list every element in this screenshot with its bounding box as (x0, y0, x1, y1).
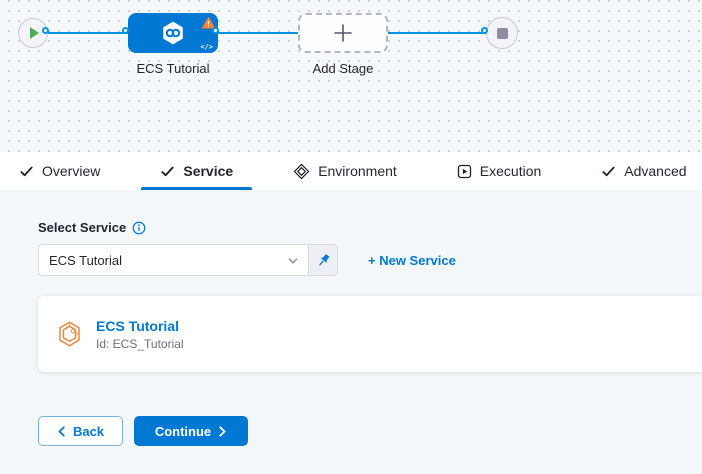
service-tab-panel: Select Service (0, 190, 702, 474)
port-start-out[interactable] (42, 27, 49, 34)
pipeline-canvas: </> ECS Tutorial Add Stage (0, 0, 702, 152)
tab-service[interactable]: Service (141, 152, 253, 190)
play-icon (30, 27, 39, 39)
plus-icon (332, 22, 354, 44)
continue-button-label: Continue (154, 423, 212, 439)
tab-label: Execution (479, 163, 542, 179)
tab-overview[interactable]: Overview (0, 152, 119, 190)
check-icon (160, 164, 175, 179)
continue-button[interactable]: Continue (134, 416, 248, 446)
back-button-label: Back (72, 423, 105, 439)
stage-node-label: ECS Tutorial (136, 61, 210, 76)
info-icon[interactable] (132, 221, 146, 235)
stage-node-ecs-tutorial[interactable]: </> (128, 13, 218, 53)
execution-icon (457, 164, 472, 179)
warning-icon (201, 16, 216, 29)
add-stage-label: Add Stage (312, 61, 374, 76)
chevron-right-icon (218, 425, 227, 437)
back-button[interactable]: Back (38, 416, 123, 446)
environment-icon (293, 163, 310, 180)
tab-advanced[interactable]: Advanced (582, 152, 702, 190)
code-icon: </> (200, 43, 213, 51)
tab-environment[interactable]: Environment (274, 152, 416, 190)
new-service-button[interactable]: + New Service (368, 252, 456, 268)
check-icon (601, 164, 616, 179)
pin-icon (316, 253, 331, 268)
add-stage-button[interactable] (298, 13, 388, 53)
pin-service-button[interactable] (308, 244, 338, 276)
service-card-ecs-tutorial[interactable]: ECS Tutorial Id: ECS_Tutorial (38, 296, 702, 372)
pipeline-end-node (486, 17, 518, 49)
ecs-service-icon (56, 320, 83, 348)
deploy-stage-icon (160, 20, 186, 46)
check-icon (19, 164, 34, 179)
tab-label: Service (183, 163, 234, 179)
tab-label: Advanced (624, 163, 687, 179)
port-stage-out[interactable] (212, 27, 219, 34)
tab-execution[interactable]: Execution (438, 152, 560, 190)
chevron-left-icon (57, 425, 66, 437)
tab-label: Overview (42, 163, 101, 179)
service-card-title[interactable]: ECS Tutorial (96, 317, 179, 334)
select-service-label: Select Service (38, 220, 127, 235)
service-select-input[interactable] (38, 244, 308, 276)
service-card-id: Id: ECS_Tutorial (96, 336, 184, 351)
port-end-in[interactable] (481, 27, 488, 34)
port-stage-in[interactable] (122, 27, 129, 34)
stage-tabbar: Overview Service Environment Execution (0, 152, 702, 190)
tab-label: Environment (318, 163, 397, 179)
stop-icon (496, 27, 508, 39)
pipeline-edge (48, 32, 488, 34)
service-select (38, 244, 338, 276)
